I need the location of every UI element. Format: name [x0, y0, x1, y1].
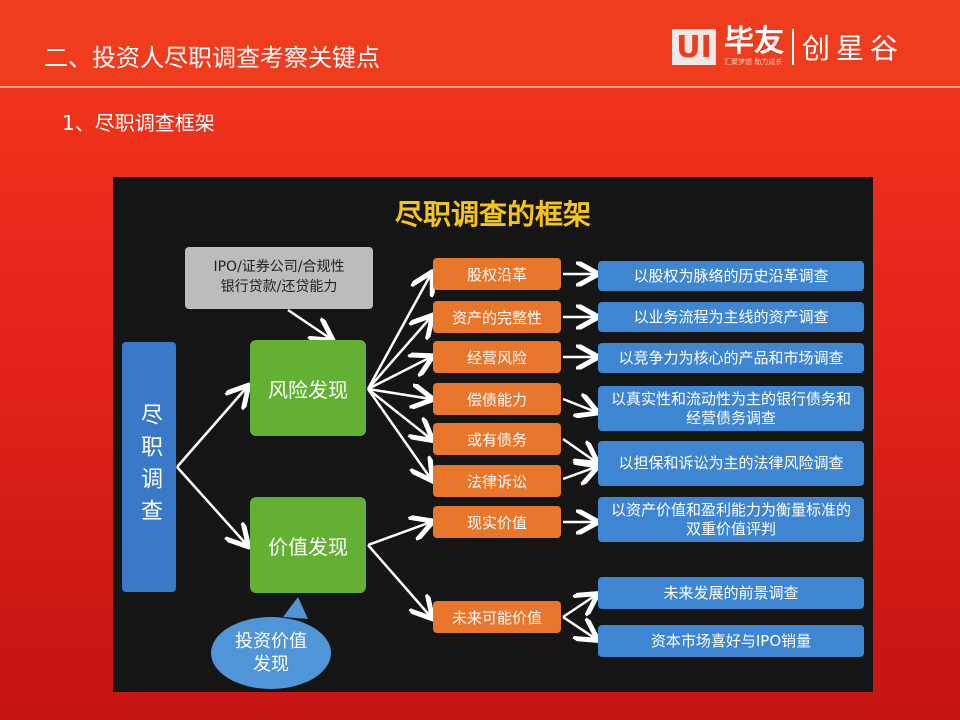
scope-note: IPO/证券公司/合规性 银行贷款/还贷能力 [185, 247, 373, 309]
factor-node: 偿债能力 [433, 383, 561, 415]
factor-node: 现实价值 [433, 506, 561, 538]
method-node: 以业务流程为主线的资产调查 [598, 302, 864, 332]
logo-separator [792, 29, 794, 65]
header-divider [0, 86, 960, 88]
logo-brand: 毕友 [724, 24, 784, 59]
factor-node: 或有债务 [433, 423, 561, 455]
method-node: 以真实性和流动性为主的银行债务和经营债务调查 [598, 386, 864, 431]
factor-node: 经营风险 [433, 341, 561, 373]
root-node: 尽职调查 [122, 342, 176, 592]
method-node: 未来发展的前景调查 [598, 577, 864, 609]
factor-node: 资产的完整性 [433, 301, 561, 333]
logo-partner: 创星谷 [802, 32, 905, 65]
slide-title: 二、投资人尽职调查考察关键点 [44, 44, 380, 72]
section-heading: 1、尽职调查框架 [62, 111, 215, 135]
logo-slogan: 汇聚梦想 助力成长 [724, 58, 783, 66]
value-discovery-node: 价值发现 [250, 497, 366, 593]
risk-discovery-node: 风险发现 [250, 340, 366, 436]
method-node: 以竞争力为核心的产品和市场调查 [598, 343, 864, 373]
factor-node: 法律诉讼 [433, 465, 561, 497]
method-node: 以资产价值和盈利能力为衡量标准的双重价值评判 [598, 497, 864, 542]
framework-diagram: 尽职调查的框架 IPO/证券公司/合规性 银行贷款/还贷能力 尽职调查 风险发现… [113, 177, 873, 692]
connector-arrows [176, 177, 873, 692]
method-node: 以担保和诉讼为主的法律风险调查 [598, 441, 864, 486]
logo-ui-mark: UI [672, 29, 716, 65]
logo: UI 毕友汇聚梦想 助力成长 创星谷 [672, 27, 904, 67]
header-bar [0, 0, 960, 86]
factor-node: 未来可能价值 [433, 601, 561, 633]
diagram-title: 尽职调查的框架 [394, 198, 591, 231]
investment-value-callout: 投资价值 发现 [211, 617, 331, 689]
method-node: 以股权为脉络的历史沿革调查 [598, 261, 864, 291]
factor-node: 股权沿革 [433, 258, 561, 290]
method-node: 资本市场喜好与IPO销量 [598, 625, 864, 657]
